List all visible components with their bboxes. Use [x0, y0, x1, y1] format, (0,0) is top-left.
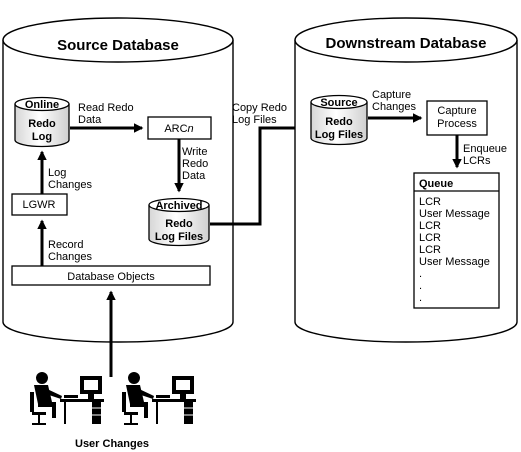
- archived-redo-log-label-3: Log Files: [155, 231, 203, 243]
- source-database-title: Source Database: [57, 37, 179, 54]
- lgwr-label: LGWR: [23, 199, 56, 211]
- lgwr-box: [11, 193, 68, 216]
- queue-title: Queue: [419, 178, 453, 190]
- queue-item: .: [419, 292, 422, 304]
- source-redo-log-label-1: Source: [320, 97, 357, 109]
- copy-redo-log-files-label-1: Copy Redo: [232, 102, 287, 114]
- queue-item: LCR: [419, 220, 441, 232]
- read-redo-data-label-1: Read Redo: [78, 102, 134, 114]
- archived-redo-log-cylinder: [148, 197, 210, 247]
- user-changes-label: User Changes: [75, 438, 149, 450]
- log-changes-label-1: Log: [48, 167, 66, 179]
- capture-process-box: [426, 100, 488, 136]
- database-objects-label: Database Objects: [67, 271, 155, 283]
- capture-process-label-2: Process: [437, 118, 477, 130]
- source-redo-log-label-3: Log Files: [315, 129, 363, 141]
- read-redo-data-label-2: Data: [78, 114, 102, 126]
- write-redo-data-label-1: Write: [182, 146, 207, 158]
- capture-changes-label-1: Capture: [372, 89, 411, 101]
- enqueue-lcrs-label-1: Enqueue: [463, 143, 507, 155]
- write-redo-data-label-2: Redo: [182, 158, 208, 170]
- capture-process-label-1: Capture: [437, 105, 476, 117]
- online-redo-log-label-3: Log: [32, 131, 52, 143]
- record-changes-label-1: Record: [48, 239, 83, 251]
- archived-redo-log-label-2: Redo: [165, 218, 193, 230]
- write-redo-data-label-3: Data: [182, 170, 206, 182]
- capture-changes-label-2: Changes: [372, 101, 417, 113]
- queue-item: .: [419, 268, 422, 280]
- queue-item: User Message: [419, 208, 490, 220]
- queue-item: LCR: [419, 196, 441, 208]
- downstream-database-title: Downstream Database: [326, 35, 487, 52]
- queue-item: LCR: [419, 244, 441, 256]
- source-redo-log-label-2: Redo: [325, 116, 353, 128]
- copy-redo-log-files-arrow: [210, 123, 306, 226]
- record-changes-label-2: Changes: [48, 251, 93, 263]
- queue-item: .: [419, 280, 422, 292]
- online-redo-log-label-2: Redo: [28, 118, 56, 130]
- log-changes-label-2: Changes: [48, 179, 93, 191]
- user-workstation-icon: [30, 372, 104, 425]
- queue-item: User Message: [419, 256, 490, 268]
- arcn-label: ARCn: [164, 123, 193, 135]
- copy-redo-log-files-label-2: Log Files: [232, 114, 277, 126]
- queue-item: LCR: [419, 232, 441, 244]
- queue-box: [413, 172, 500, 309]
- archived-redo-log-label-1: Archived: [155, 200, 202, 212]
- enqueue-lcrs-label-2: LCRs: [463, 155, 491, 167]
- database-objects-box: [11, 265, 211, 286]
- source-redo-log-cylinder: [310, 94, 368, 146]
- user-workstation-icon: [122, 372, 196, 425]
- online-redo-log-cylinder: [14, 96, 70, 148]
- online-redo-log-label-1: Online: [25, 99, 59, 111]
